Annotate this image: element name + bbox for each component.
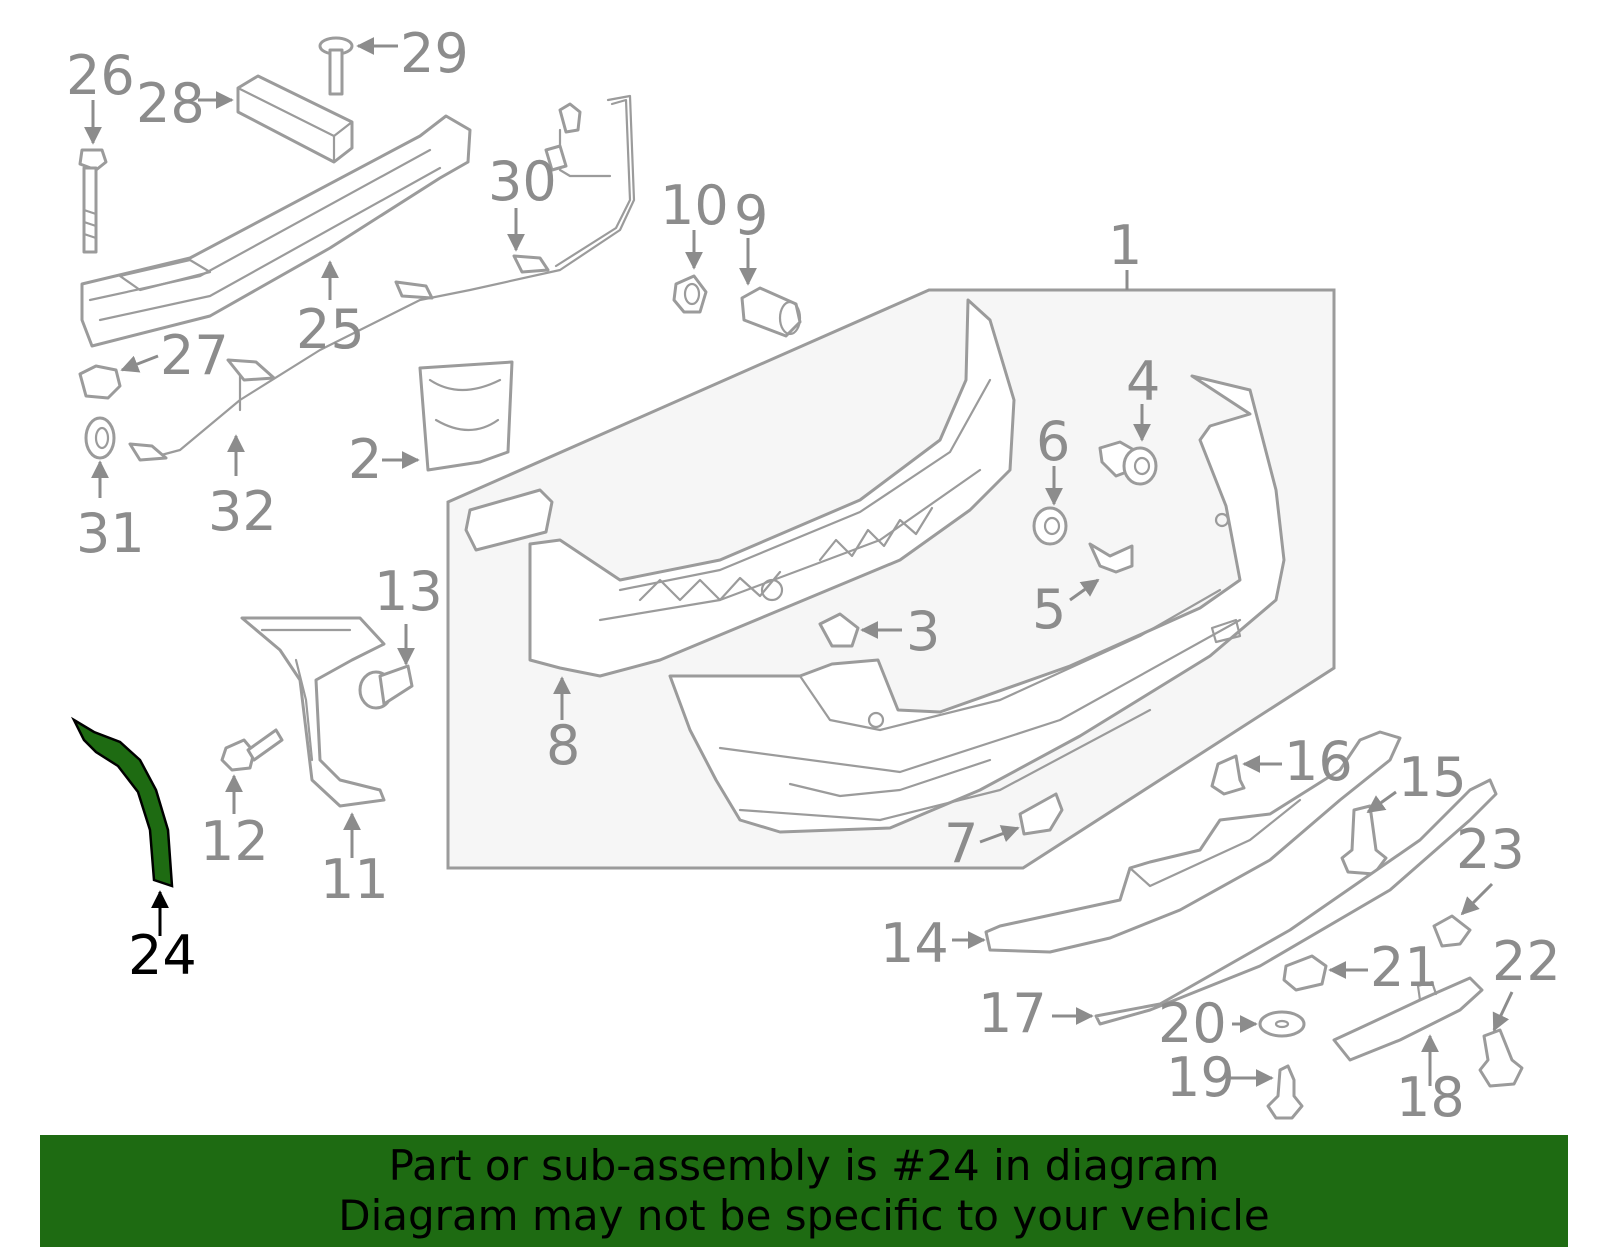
part-1-bumper-cover [668,374,1286,834]
part-19-screw [1230,1064,1304,1120]
callout-22: 22 [1492,930,1561,993]
banner-line-part: Part or sub-assembly is #24 in diagram [388,1141,1220,1190]
part-7-clip [979,792,1064,844]
part-24-highlighted [70,716,174,936]
callout-19: 19 [1166,1046,1235,1109]
banner-line-disclaimer: Diagram may not be specific to your vehi… [338,1191,1270,1240]
callout-12: 12 [200,810,269,873]
part-28-block [198,74,354,164]
callout-13: 13 [374,560,443,623]
callout-3: 3 [906,600,940,663]
callout-1: 1 [1108,214,1142,277]
part-25-reinforcement [80,114,472,348]
callout-14: 14 [880,912,949,975]
callout-7: 7 [944,812,978,875]
part-6-washer [1032,466,1068,546]
part-22-screw [1478,991,1524,1088]
callout-2: 2 [348,428,382,491]
part-5-bracket [1069,542,1134,602]
callout-20: 20 [1158,992,1227,1055]
part-29-screw [318,36,398,96]
callout-18: 18 [1396,1066,1465,1129]
part-17-strip [1052,778,1498,1026]
part-27-nut [78,354,159,400]
callout-16: 16 [1284,730,1353,793]
part-23-clip [1432,882,1494,948]
callout-28: 28 [136,72,205,135]
callout-30: 30 [488,150,557,213]
part-10-nut [672,230,708,314]
part-11-bracket [240,616,386,858]
part-9-grommet [739,238,802,338]
callout-6: 6 [1036,410,1070,473]
part-21-clip [1282,954,1368,992]
callout-11: 11 [320,848,389,911]
callout-23: 23 [1456,818,1525,881]
part-4-screw [1098,404,1158,486]
callout-31: 31 [76,502,145,565]
part-14-trim [952,730,1402,954]
part-2-bag [382,360,514,472]
part-26-bolt [78,100,108,254]
callout-4: 4 [1126,350,1160,413]
part-13-screw [358,624,415,710]
callout-27: 27 [160,324,229,387]
part-20-washer [1232,1010,1306,1038]
info-banner: Part or sub-assembly is #24 in diagram D… [40,1135,1568,1247]
bumper-assembly-box [446,270,1336,870]
callout-32: 32 [208,480,277,543]
part-12-bolt [220,728,284,814]
part-30-32-harness [128,94,636,476]
callout-25: 25 [296,298,365,361]
part-16-clip [1210,754,1282,796]
callout-9: 9 [734,184,768,247]
callout-labels: 1 2 3 4 5 6 7 8 9 10 11 12 13 14 15 16 1… [66,22,1561,1129]
part-3-clip [818,612,902,648]
part-18-panel [1332,976,1484,1086]
callout-8: 8 [546,714,580,777]
callout-5: 5 [1032,578,1066,641]
callout-24: 24 [128,924,197,987]
callout-15: 15 [1398,746,1467,809]
part-8-absorber [464,298,1016,720]
callout-21: 21 [1370,936,1439,999]
callout-17: 17 [978,982,1047,1045]
callout-29: 29 [400,22,469,85]
callout-10: 10 [660,174,729,237]
part-31-washer [84,416,116,498]
callout-26: 26 [66,44,135,107]
